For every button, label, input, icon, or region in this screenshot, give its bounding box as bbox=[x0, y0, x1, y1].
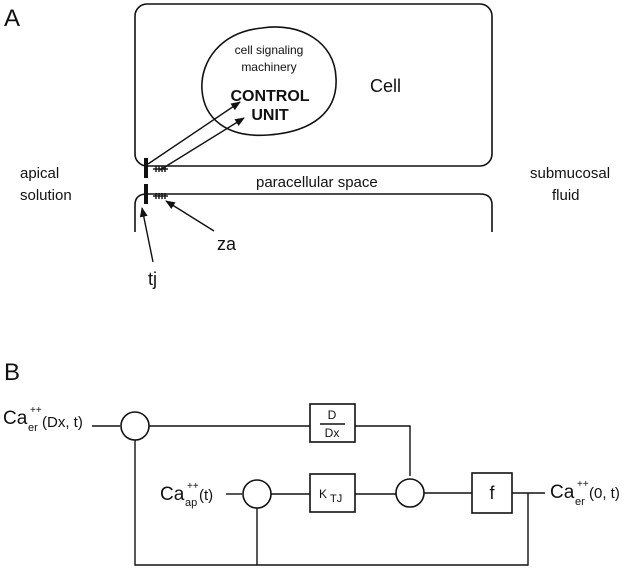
paracellular-label: paracellular space bbox=[256, 174, 378, 191]
tj-label: tj bbox=[148, 269, 157, 289]
summing-junction-2 bbox=[242, 479, 272, 509]
wire-deriv-to-sum bbox=[355, 425, 411, 476]
svg-text:Ca: Ca bbox=[3, 408, 28, 429]
panel-b-label: B bbox=[4, 359, 20, 386]
svg-text:Ca: Ca bbox=[160, 484, 185, 505]
arrow-tj-to-control bbox=[147, 101, 241, 165]
svg-text:(t): (t) bbox=[199, 487, 213, 504]
submucosal-label-line1: submucosal bbox=[530, 165, 610, 182]
summing-junction-3 bbox=[395, 478, 425, 508]
ca-er-input-label: Ca ++ er (Dx, t) bbox=[3, 405, 83, 434]
control-unit-blob bbox=[201, 26, 337, 137]
control-unit-line2: machinery bbox=[241, 60, 296, 74]
control-unit-line3: CONTROL bbox=[230, 88, 309, 105]
za-arrow bbox=[165, 200, 215, 232]
zonula-adherens-upper bbox=[153, 166, 168, 172]
panel-a-label: A bbox=[4, 5, 20, 32]
svg-text:Ca: Ca bbox=[550, 482, 575, 503]
svg-text:(0, t): (0, t) bbox=[589, 485, 620, 502]
svg-text:++: ++ bbox=[577, 479, 589, 490]
f-symbol: f bbox=[489, 483, 495, 503]
control-unit-line1: cell signaling bbox=[235, 43, 304, 57]
ca-er-output-label: Ca ++ er (0, t) bbox=[550, 479, 620, 508]
apical-label-line2: solution bbox=[20, 187, 72, 204]
za-label: za bbox=[217, 234, 237, 254]
svg-text:er: er bbox=[28, 422, 38, 434]
zonula-adherens-lower bbox=[153, 193, 168, 199]
svg-text:(Dx, t): (Dx, t) bbox=[42, 414, 83, 431]
ktj-block bbox=[309, 473, 356, 513]
lower-cell bbox=[134, 193, 493, 232]
submucosal-label-line2: fluid bbox=[552, 187, 580, 204]
svg-text:++: ++ bbox=[187, 481, 199, 492]
summing-junction-1 bbox=[120, 411, 150, 441]
ktj-subscript: TJ bbox=[330, 493, 342, 505]
feedback-loop-outer bbox=[134, 440, 529, 566]
cell-label: Cell bbox=[370, 76, 401, 96]
apical-label-line1: apical bbox=[20, 165, 59, 182]
svg-text:ap: ap bbox=[185, 497, 197, 509]
upper-cell bbox=[134, 3, 493, 167]
derivative-block bbox=[309, 403, 356, 443]
ca-ap-input-label: Ca ++ ap (t) bbox=[160, 481, 213, 509]
svg-text:er: er bbox=[575, 496, 585, 508]
derivative-numerator: D bbox=[328, 408, 337, 422]
tj-arrow bbox=[139, 207, 154, 263]
control-unit-line4: UNIT bbox=[251, 107, 289, 124]
arrow-za-to-control bbox=[159, 117, 245, 171]
ktj-symbol: K bbox=[319, 487, 327, 501]
derivative-denominator: Dx bbox=[325, 426, 340, 440]
svg-text:++: ++ bbox=[30, 405, 42, 416]
